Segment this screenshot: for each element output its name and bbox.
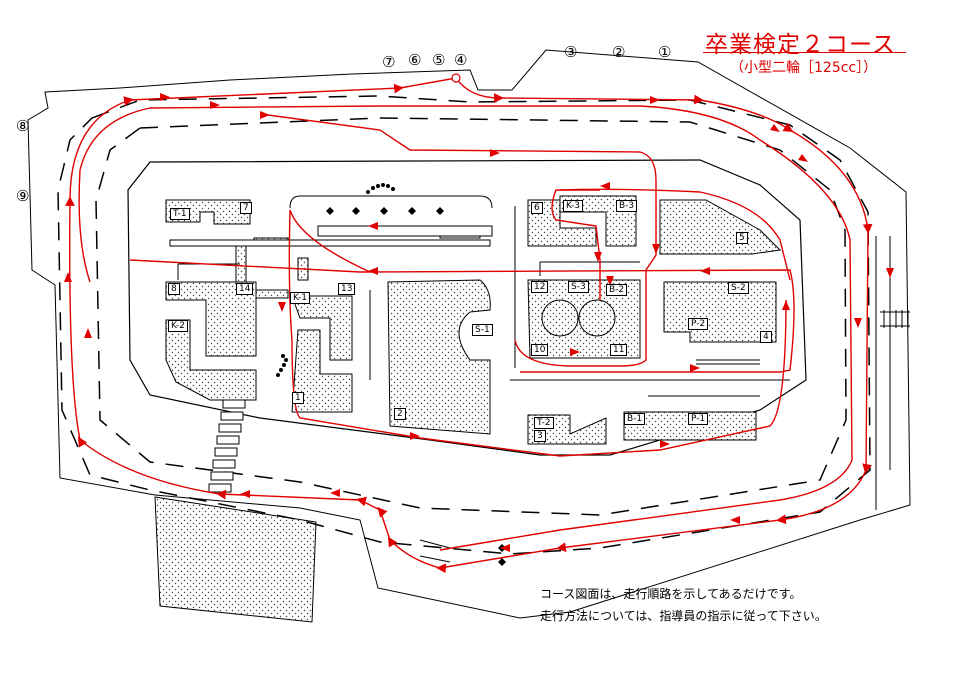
route-arrows [64,93,894,552]
start-marker [451,73,461,83]
area-label: K-3 [563,200,583,212]
route-path [70,77,868,568]
area-label: 6 [531,202,543,214]
note-line-1: コース図面は、走行順路を示してあるだけです。 [540,587,802,601]
crosswalk [208,399,246,493]
area-label: S-3 [568,281,589,293]
point-marker: ⑨ [16,187,30,205]
point-marker: ① [658,43,672,61]
area-label: P-2 [688,318,709,330]
point-marker: ④ [454,51,468,69]
parking-area [154,496,317,623]
area-label: 5 [736,232,748,244]
area-label: K-2 [168,320,188,332]
point-marker: ② [612,43,626,61]
area-label: 1 [292,392,304,404]
area-label: 13 [338,283,356,295]
area-label: 8 [168,283,180,295]
area-label: T-2 [534,417,554,429]
area-label: 4 [760,331,772,343]
area-label: B-3 [616,200,638,212]
map-title: 卒業検定２コース [705,32,896,58]
area-label: S-2 [728,282,749,294]
area-label: S-1 [472,324,493,336]
area-label: 7 [240,202,252,214]
point-marker: ⑥ [408,51,422,69]
point-marker: ⑦ [382,53,396,71]
area-label: 2 [394,408,406,420]
area-label: T-1 [170,208,190,220]
point-marker: ⑧ [16,117,30,135]
area-label: 12 [531,281,549,293]
area-label: 10 [531,344,549,356]
point-marker: ③ [564,43,578,61]
area-label: 3 [534,430,546,442]
area-label: 14 [236,283,254,295]
title-underline [703,52,906,53]
area-label: 11 [610,344,628,356]
note-line-2: 走行方法については、指導員の指示に従って下さい。 [540,609,827,623]
map-subtitle: （小型二輪［125cc］） [730,60,878,76]
area-label: P-1 [688,413,709,425]
railroad-crossing [875,236,910,510]
point-marker: ⑤ [432,51,446,69]
area-label: B-2 [606,284,628,296]
area-label: K-1 [290,292,310,304]
area-label: B-1 [624,413,646,425]
